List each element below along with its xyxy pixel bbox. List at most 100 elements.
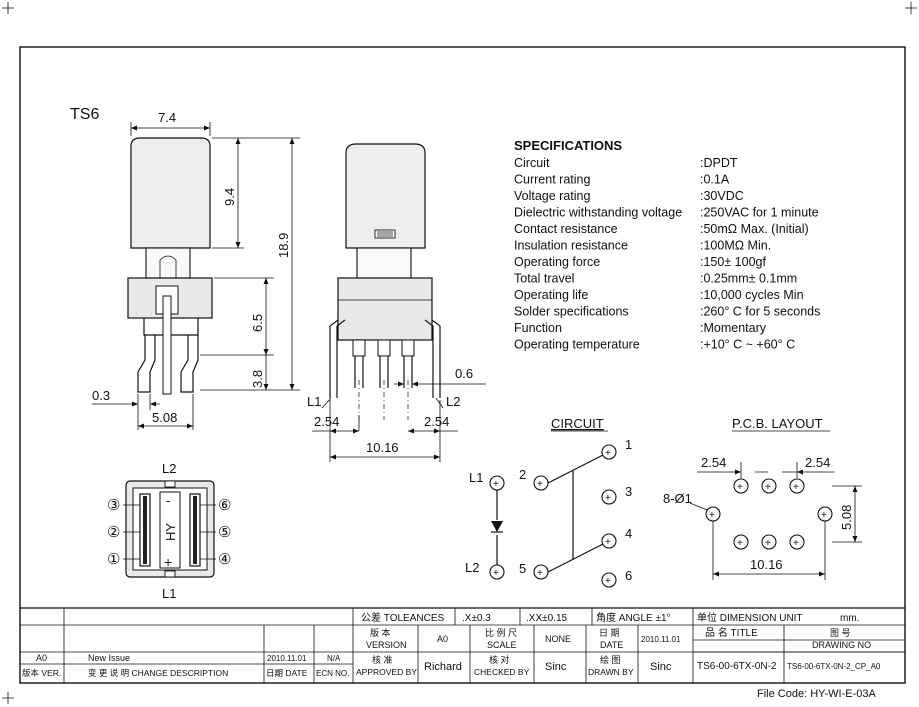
svg-text:+: +	[537, 568, 543, 579]
tb-tolerances-label: 公差 TOLEANCES	[361, 611, 444, 624]
tb-version-en: VERSION	[366, 640, 407, 650]
spec-name: Operating force	[514, 255, 600, 269]
spec-value: :0.25mm± 0.1mm	[700, 272, 797, 286]
bottom-pin-2: ②	[107, 524, 120, 541]
bottom-label-l2: L2	[162, 461, 176, 476]
front-body	[337, 277, 433, 341]
bottom-minus: -	[166, 493, 170, 508]
spec-value: :Momentary	[700, 321, 767, 335]
svg-text:+: +	[765, 538, 771, 549]
bottom-label-l1: L1	[162, 586, 176, 601]
part-title: TS6	[70, 106, 99, 123]
circuit-t1: 1	[625, 437, 632, 452]
svg-text:+: +	[605, 576, 611, 587]
dim-pin-length: 3.8	[250, 370, 265, 388]
bottom-plus: +	[164, 554, 172, 570]
svg-text:+: +	[793, 482, 799, 493]
tb-date-cn: 日 期	[599, 628, 620, 638]
circuit-terminals: + + + + + + + +	[489, 444, 617, 588]
svg-text:+: +	[793, 538, 799, 549]
spec-name: Operating life	[514, 288, 588, 302]
svg-text:+: +	[605, 493, 611, 504]
bottom-view: L2 - HY + ③ ② ① ⑥ ⑤ ④ L1	[107, 461, 231, 601]
svg-text:+: +	[737, 482, 743, 493]
tb-tol-xx: .XX±0.15	[526, 613, 568, 624]
tb-hdr-desc: 变 更 说 明 CHANGE DESCRIPTION	[88, 668, 228, 678]
spec-value: :0.1A	[700, 173, 730, 187]
pcb-height: 5.08	[839, 505, 854, 530]
tb-approved-value: Richard	[424, 661, 462, 673]
spec-value: :50mΩ Max. (Initial)	[700, 222, 809, 236]
front-stem	[356, 247, 412, 279]
tb-checked-cn: 核 对	[489, 654, 510, 665]
dim-pin-thickness: 0.3	[92, 388, 110, 403]
tb-scale-cn: 比 例 尺	[485, 627, 517, 638]
dim-pitch-left: 2.54	[314, 414, 339, 429]
spec-value: :DPDT	[700, 156, 738, 170]
tb-hdr-date: 日期 DATE	[266, 668, 308, 678]
tb-approved-en: APPROVED BY	[356, 667, 417, 677]
spec-value: :150± 100gf	[700, 255, 766, 269]
tb-drawn-value: Sinc	[650, 661, 672, 673]
tb-tol-angle: 角度 ANGLE ±1°	[596, 611, 671, 624]
front-label-l1: L1	[307, 394, 321, 409]
dim-pitch-right: 2.54	[424, 414, 449, 429]
tb-title-cn: 品 名 TITLE	[705, 626, 758, 639]
svg-text:+: +	[493, 568, 499, 579]
spec-name: Insulation resistance	[514, 239, 628, 253]
svg-text:+: +	[605, 448, 611, 459]
spec-name: Total travel	[514, 272, 574, 286]
tb-drawn-en: DRAWN BY	[588, 667, 634, 677]
tb-approved-cn: 核 准	[372, 654, 393, 665]
tb-scale-value: NONE	[545, 634, 571, 644]
tb-drawing-no-value: TS6-00-6TX-0N-2_CP_A0	[787, 662, 881, 671]
front-label-l2: L2	[446, 394, 460, 409]
spec-name: Operating temperature	[514, 338, 640, 352]
circuit-t3: 3	[625, 484, 632, 499]
tb-date-en: DATE	[600, 640, 623, 650]
bottom-pin-6: ⑥	[218, 497, 231, 514]
tb-version-value: A0	[437, 634, 448, 644]
bottom-brand: HY	[163, 523, 178, 541]
circuit-l2: L2	[465, 560, 479, 575]
circuit-l1: L1	[469, 470, 483, 485]
tb-drawing-no-en: DRAWING NO	[812, 640, 871, 650]
spec-value: :10,000 cycles Min	[700, 288, 804, 302]
spec-name: Function	[514, 321, 562, 335]
tb-checked-value: Sinc	[545, 661, 567, 673]
dim-pin-width: 0.6	[455, 366, 473, 381]
tb-date-value: 2010.11.01	[641, 635, 681, 644]
front-view: L1 L2 0.6 2.54 2.54 10.16	[307, 143, 486, 462]
circuit-t5: 5	[519, 561, 526, 576]
dim-overall-height: 18.9	[276, 233, 291, 258]
dim-cap-height: 9.4	[222, 188, 237, 206]
tb-scale-en: SCALE	[487, 640, 517, 650]
tb-drawn-cn: 绘 图	[600, 654, 621, 665]
tb-rev-desc: New Issue	[88, 653, 130, 663]
side-cap	[130, 137, 211, 249]
svg-text:+: +	[765, 482, 771, 493]
bottom-pin-3: ③	[107, 497, 120, 514]
pcb-pitch-right: 2.54	[805, 455, 830, 470]
pcb-pitch-left: 2.54	[701, 455, 726, 470]
dim-body-height: 6.5	[250, 314, 265, 332]
pcb-holes: + + + + + + + +	[705, 478, 833, 550]
svg-text:+: +	[537, 479, 543, 490]
side-stem	[145, 247, 191, 279]
pcb-holes-label: 8-Ø1	[663, 491, 692, 506]
spec-name: Voltage rating	[514, 189, 590, 203]
side-view: TS6 7.4 9.4 18.9 6.5 3.8	[70, 106, 300, 430]
tb-title-value: TS6-00-6TX-0N-2	[697, 661, 777, 672]
bottom-pin-1: ①	[107, 551, 120, 568]
spec-name: Current rating	[514, 173, 590, 187]
spec-value: :100MΩ Min.	[700, 239, 771, 253]
pcb-width: 10.16	[750, 557, 783, 572]
tb-checked-en: CHECKED BY	[474, 667, 530, 677]
front-cap	[345, 143, 426, 249]
circuit-t2: 2	[519, 467, 526, 482]
tb-rev-date: 2010.11.01	[267, 654, 307, 663]
spec-value: :250VAC for 1 minute	[700, 206, 819, 220]
tb-version-cn: 版 本	[370, 627, 391, 638]
